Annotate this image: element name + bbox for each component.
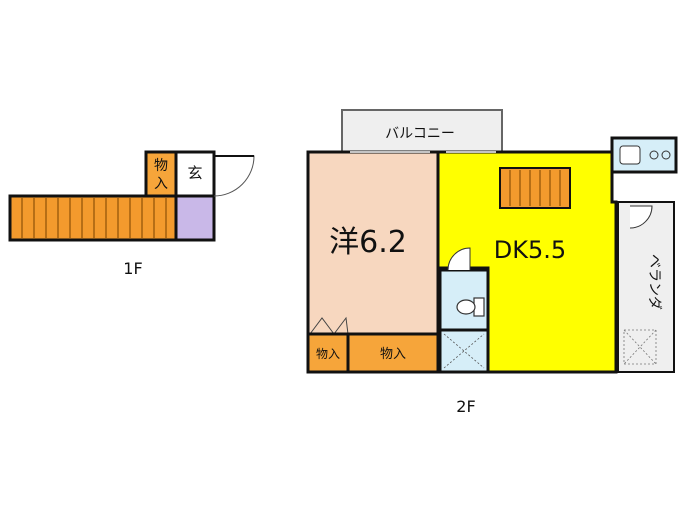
veranda-label: ベランダ xyxy=(646,254,662,310)
storage-large-label: 物入 xyxy=(380,347,406,362)
kitchen-sink-icon xyxy=(610,136,678,174)
floor1-entrance xyxy=(174,150,216,198)
ac-unit-icon xyxy=(623,329,657,365)
balcony xyxy=(341,109,503,155)
floor1-door-icon xyxy=(213,155,255,197)
storage-small-label: 物入 xyxy=(316,347,340,361)
toilet-door-icon xyxy=(447,247,471,271)
floor1-storage xyxy=(144,150,178,198)
floor1-entrance-floor xyxy=(174,194,216,242)
drain-icon xyxy=(443,333,485,369)
floor1-entrance-label: 玄 xyxy=(187,164,202,182)
veranda-door-icon xyxy=(629,205,653,229)
floor1-label: 1F xyxy=(123,259,142,278)
balcony-label: バルコニー xyxy=(385,126,455,142)
western-room-label: 洋6.2 xyxy=(329,225,407,260)
floor1-storage-label-1: 物 xyxy=(154,158,168,174)
floor2-plan: バルコニー DK5.5 洋6.2 物入 物入 xyxy=(306,109,678,416)
storage-large xyxy=(346,332,440,374)
floor2-label: 2F xyxy=(456,397,475,416)
dining-kitchen-label: DK5.5 xyxy=(494,236,566,264)
closet-door-icon xyxy=(309,316,349,335)
floor1-stairs xyxy=(8,194,180,242)
toilet-icon xyxy=(456,297,485,317)
floor1-storage-label-2: 入 xyxy=(154,176,168,192)
floor1-plan: 物 入 玄 1F xyxy=(8,150,255,278)
floor2-stairs xyxy=(499,167,571,209)
veranda xyxy=(617,201,675,373)
